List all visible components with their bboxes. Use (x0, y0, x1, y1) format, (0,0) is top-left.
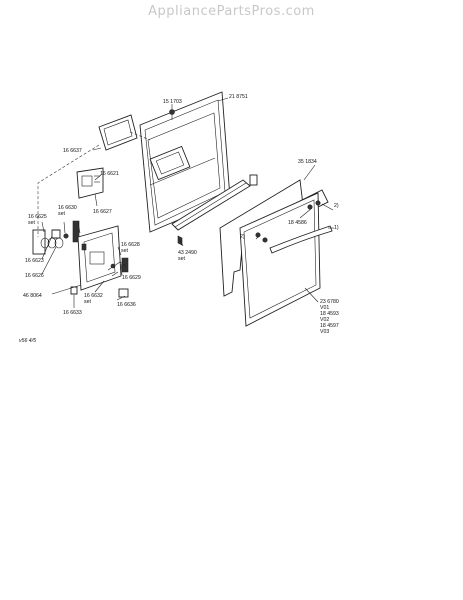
label-218751: 21 8751 (229, 94, 248, 100)
label-note-2a: 2) (334, 203, 339, 209)
label-166632-set: set (84, 299, 91, 305)
label-v02: V02 (320, 317, 329, 323)
label-184593: 18 4593 (320, 311, 339, 317)
label-184586: 18 4586 (288, 220, 307, 226)
outer-door-panel (239, 192, 321, 327)
label-v01: V01 (320, 305, 329, 311)
label-151703: 15 1703 (163, 99, 182, 105)
reference-code: v56 4/5 (19, 338, 36, 344)
label-166627: 16 6627 (93, 209, 112, 215)
label-166628: 16 6628 (121, 242, 140, 248)
door-screws (255, 200, 321, 243)
label-166630: 16 6630 (58, 205, 77, 211)
label-166636: 16 6636 (117, 302, 136, 308)
label-166632: 16 6632 (84, 293, 103, 299)
small-parts (51, 220, 80, 243)
label-note-2b: 2) (240, 234, 245, 240)
label-184597: 18 4597 (320, 323, 339, 329)
label-432490-set: set (178, 256, 185, 262)
label-166630-set: set (58, 211, 65, 217)
watermark-text: AppliancePartsPros.com (148, 4, 315, 19)
label-351834: 35 1834 (298, 159, 317, 165)
label-166621: 16 6621 (100, 171, 119, 177)
label-166629: 16 6629 (122, 275, 141, 281)
label-166623: 16 6623 (25, 258, 44, 264)
label-166633: 16 6633 (63, 310, 82, 316)
dispenser-housing (77, 225, 122, 291)
label-166628-set: set (121, 248, 128, 254)
label-432490: 43 2490 (178, 250, 197, 256)
label-166625: 16 6625 (28, 214, 47, 220)
label-166637: 16 6637 (63, 148, 82, 154)
inner-door-panel (139, 91, 231, 233)
label-166625-set: set (28, 220, 35, 226)
assembly-lines (37, 131, 151, 237)
label-note-1: 1) (334, 225, 339, 231)
dispenser-linkage (107, 257, 129, 298)
label-v03: V03 (320, 329, 329, 335)
gasket (98, 114, 138, 151)
label-166626: 16 6626 (25, 273, 44, 279)
dispenser-cover (76, 167, 104, 199)
label-236780: 23 6780 (320, 299, 339, 305)
door-seal-strip (171, 174, 258, 246)
label-466064: 46 8064 (23, 293, 42, 299)
spring-rings (32, 229, 64, 255)
door-handle (269, 225, 333, 254)
leader-lines (41, 97, 334, 308)
